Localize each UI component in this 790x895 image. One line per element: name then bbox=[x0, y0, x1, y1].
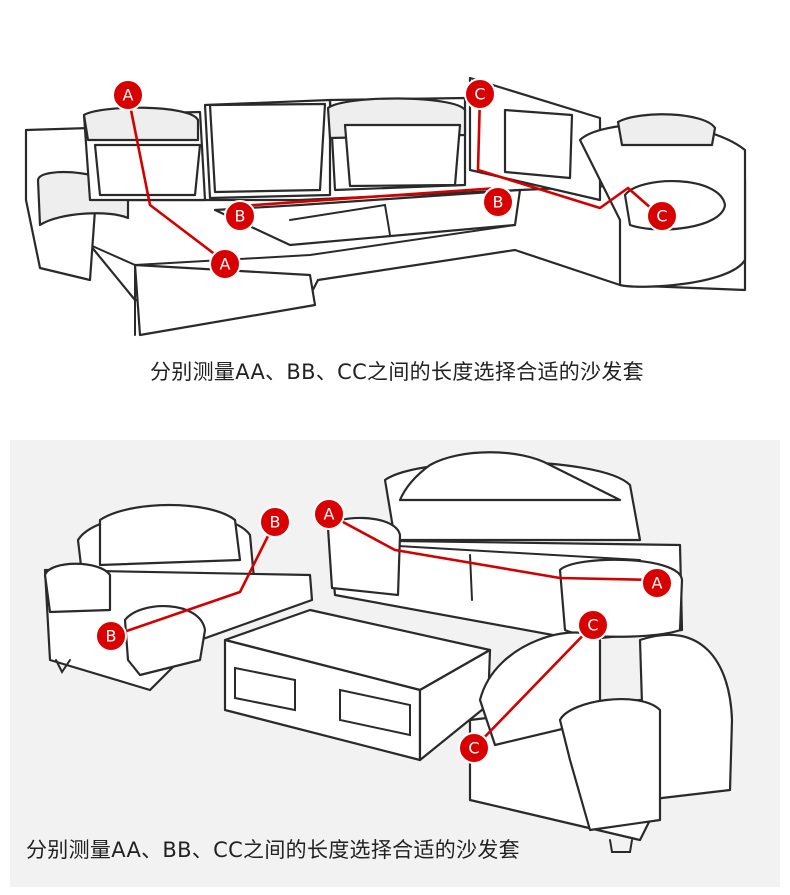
pillow-mid bbox=[208, 102, 327, 194]
marker-b-left: B bbox=[224, 200, 256, 232]
marker-b-bottom: B bbox=[95, 620, 127, 652]
svg-text:B: B bbox=[235, 207, 246, 226]
marker-c-top: C bbox=[577, 609, 609, 641]
marker-c-right: C bbox=[646, 200, 678, 232]
svg-text:A: A bbox=[652, 574, 663, 593]
three-seat-left-arm bbox=[326, 516, 402, 597]
three-seat-crest bbox=[398, 451, 622, 502]
measure-cc-line bbox=[476, 94, 661, 217]
table-drawer-right bbox=[339, 688, 411, 737]
svg-text:C: C bbox=[656, 207, 667, 226]
bottom-illustration-panel: A A B B C C bbox=[10, 440, 780, 887]
marker-a-top: A bbox=[112, 79, 144, 111]
marker-b-right: B bbox=[482, 186, 514, 218]
svg-text:B: B bbox=[493, 193, 504, 212]
measure-aa-line bbox=[329, 513, 659, 582]
svg-text:B: B bbox=[270, 513, 281, 532]
top-illustration-panel: A A B B C C 分别测量AA、BB、CC之间的长度选择合适的沙发套 bbox=[0, 0, 790, 430]
pillow-right bbox=[503, 108, 574, 180]
marker-a-bottom: A bbox=[209, 248, 241, 280]
bottom-caption: 分别测量AA、BB、CC之间的长度选择合适的沙发套 bbox=[26, 838, 520, 862]
svg-text:C: C bbox=[587, 616, 598, 635]
loveseat-crest bbox=[98, 503, 242, 567]
pillow-left bbox=[93, 143, 202, 197]
marker-c-bottom: C bbox=[458, 732, 490, 764]
marker-a-left: A bbox=[313, 498, 345, 530]
headrest-left bbox=[82, 106, 200, 142]
loveseat-right-arm bbox=[123, 604, 207, 677]
armchair-right-arm bbox=[558, 698, 662, 832]
svg-text:B: B bbox=[106, 627, 117, 646]
pillow-mid2 bbox=[343, 123, 462, 188]
svg-text:A: A bbox=[123, 86, 134, 105]
measure-aa-line bbox=[126, 94, 226, 264]
loveseat-left-arm bbox=[43, 562, 112, 614]
right-headrest bbox=[616, 113, 717, 147]
svg-text:C: C bbox=[474, 85, 485, 104]
measure-cc-line bbox=[473, 624, 594, 749]
table-drawer-left bbox=[234, 666, 296, 712]
chaise-front bbox=[133, 263, 317, 337]
measure-bb-line bbox=[111, 521, 277, 638]
seat-cushions bbox=[213, 188, 522, 247]
top-caption: 分别测量AA、BB、CC之间的长度选择合适的沙发套 bbox=[150, 360, 644, 384]
svg-text:A: A bbox=[324, 505, 335, 524]
marker-c-top: C bbox=[464, 78, 496, 110]
sofa-set-drawing: A A B B C C bbox=[43, 451, 734, 853]
l-shaped-sofa-drawing: A A B B C C bbox=[24, 76, 747, 337]
marker-b-top: B bbox=[259, 506, 291, 538]
svg-text:A: A bbox=[220, 255, 231, 274]
marker-a-right: A bbox=[641, 567, 673, 599]
armchair-back bbox=[638, 633, 734, 802]
svg-text:C: C bbox=[468, 739, 479, 758]
